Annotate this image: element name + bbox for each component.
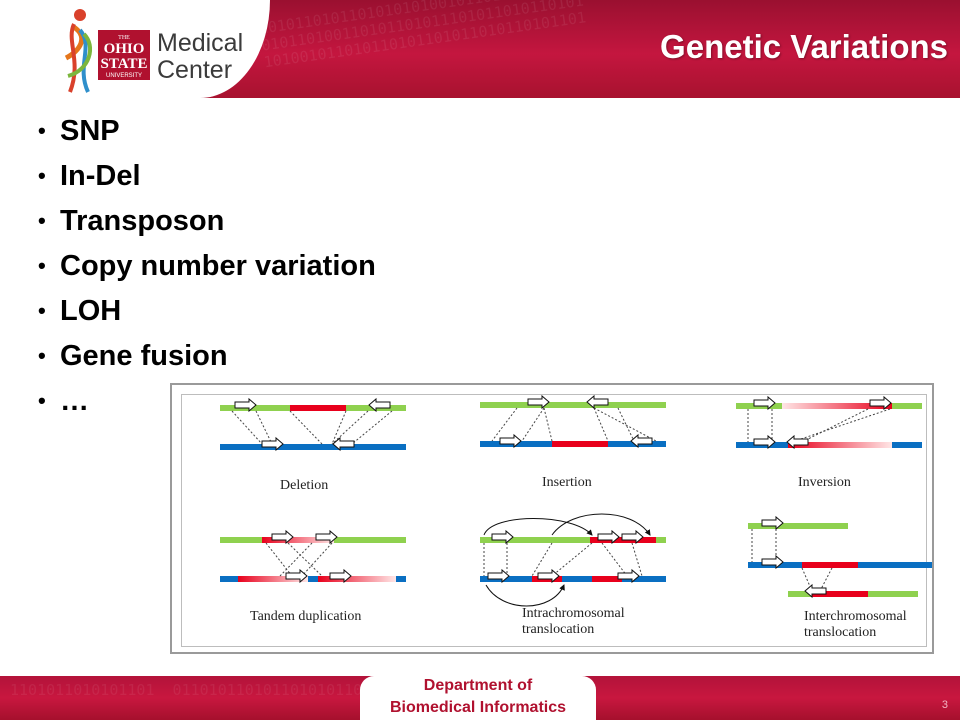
bullet-item: •SNP (38, 115, 120, 147)
svg-text:UNIVERSITY: UNIVERSITY (106, 73, 142, 79)
figure-frame (181, 394, 927, 647)
binary-pattern: 101011010110101010100101101011011010 010… (257, 0, 588, 72)
bullet-dot-icon: • (38, 388, 46, 413)
bullet-item: •Gene fusion (38, 340, 228, 372)
bullet-item: •Copy number variation (38, 250, 376, 282)
tandem-duplication-diagram (220, 529, 406, 584)
bullet-dot-icon: • (38, 298, 46, 323)
bullet-item: •LOH (38, 295, 122, 327)
insertion-label: Insertion (542, 475, 592, 490)
bullet-item: •In-Del (38, 160, 141, 192)
university-logo-text: THE OHIO STATE UNIVERSITY (101, 35, 148, 79)
inversion-diagram (736, 395, 922, 450)
department-name: Department of Biomedical Informatics (389, 677, 567, 716)
bullet-item: •Transposon (38, 205, 225, 237)
slide-title: Genetic Variations (660, 28, 948, 65)
logo-icon (64, 9, 93, 93)
svg-text:THE: THE (118, 35, 130, 41)
bullet-dot-icon: • (38, 253, 46, 278)
variation-diagrams (220, 394, 932, 607)
inversion-label: Inversion (798, 475, 851, 490)
wordmark-line2: Center (157, 56, 233, 84)
deletion-diagram (220, 397, 406, 452)
bullet-item: •… (38, 385, 89, 417)
tandem-duplication-label: Tandem duplication (250, 609, 362, 624)
university-logo-box: THE OHIO STATE UNIVERSITY (98, 30, 150, 80)
bullet-dot-icon: • (38, 208, 46, 233)
bullet-dot-icon: • (38, 163, 46, 188)
bullet-dot-icon: • (38, 343, 46, 368)
insertion-diagram (480, 394, 666, 449)
wordmark-line1: Medical (157, 29, 244, 57)
medical-center-wordmark: Medical Center (157, 30, 243, 84)
bullet-dot-icon: • (38, 118, 46, 143)
interchromosomal-label: Interchromosomal translocation (804, 609, 907, 640)
footer-band: 1101011010101101 01101011010110101011010… (0, 676, 960, 720)
interchromosomal-translocation-diagram (748, 515, 932, 599)
slide-number: 3 (941, 699, 948, 711)
svg-text:STATE: STATE (101, 56, 148, 72)
bullet-list: •SNP •In-Del •Transposon •Copy number va… (38, 114, 376, 429)
logo-panel: THE OHIO STATE UNIVERSITY Medical Center (0, 0, 270, 98)
intrachromosomal-label: Intrachromosomal translocation (522, 606, 625, 637)
deletion-label: Deletion (280, 478, 329, 493)
header-band: 101011010110101010100101101011011010 010… (0, 0, 960, 98)
footer-tab (360, 676, 596, 720)
svg-text:OHIO: OHIO (104, 41, 145, 57)
intrachromosomal-translocation-diagram (480, 513, 666, 607)
genetic-variation-figure: Deletion Insertion Inversion Tandem dupl… (170, 383, 934, 654)
